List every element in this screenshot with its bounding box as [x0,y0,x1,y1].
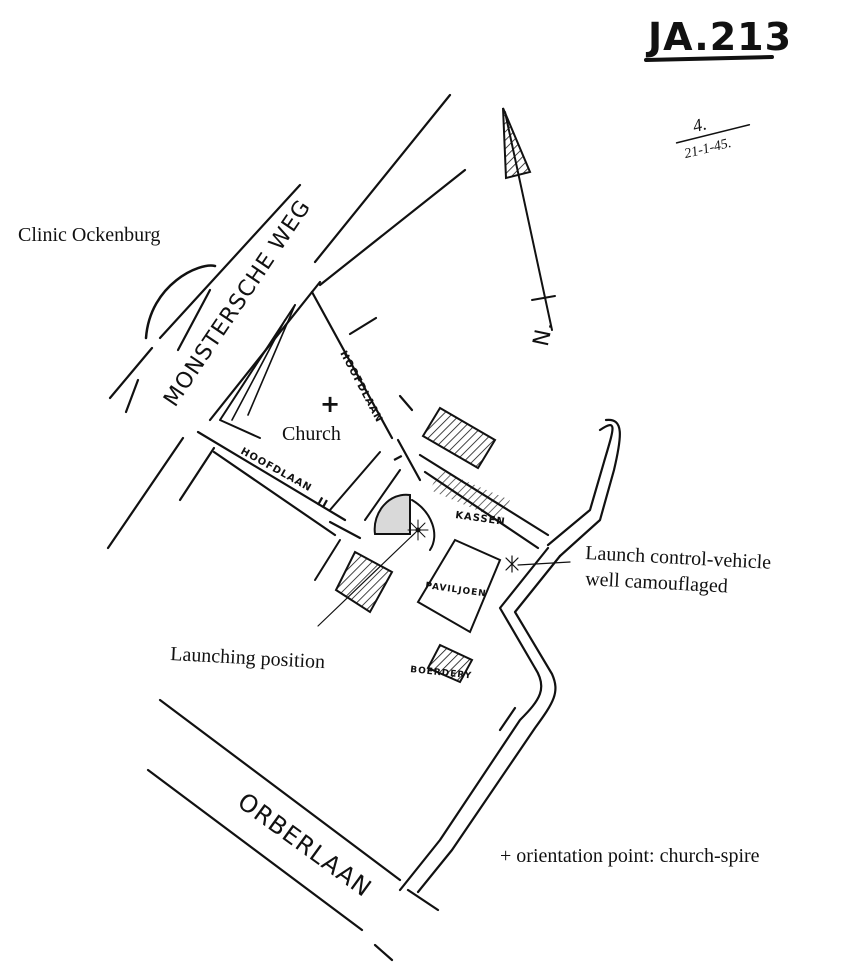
sheet-reference-underline [644,55,774,62]
building-paviljoen: PAVILJOEN [416,538,502,634]
building-top-right [421,406,497,470]
clinic-ockenburg: Clinic Ockenburg [18,224,217,340]
church-block: + Church [219,304,436,581]
legend: + orientation point: church-spire [500,845,760,867]
church-label: Church [282,423,341,445]
hoofdlaan-1-numeral: I [390,453,405,464]
annotation-number: 4. [691,113,709,136]
church-symbol: + [320,390,341,418]
sheet-reference: JA.213 [644,15,792,62]
handwritten-annotation: 4. 21-1-45. [675,113,751,162]
orberlaan-road: ORBERLAAN [146,698,517,962]
clinic-label: Clinic Ockenburg [18,224,160,246]
sheet-reference-text: JA.213 [645,15,792,59]
building-kassen: KASSEN [430,470,510,528]
hoofdlaan-1-road: HOOFDLAAN I [310,290,422,482]
north-label: N. [529,318,559,348]
north-arrow: N. [502,107,559,349]
monstersche-weg-label: MONSTERSCHE WEG [159,195,316,411]
church-green [373,493,411,535]
hoofdlaan-1-label: HOOFDLAAN [337,349,384,425]
orberlaan-label: ORBERLAAN [232,787,376,903]
legend-text: + orientation point: church-spire [500,845,760,867]
clinic-outline [144,264,217,340]
launching-position-marker: Launching position [170,519,429,673]
building-boerderij: BOERDERY [410,643,474,684]
annotation-rule [675,123,751,144]
launch-control-label-line2: well camouflaged [585,568,729,597]
hoofdlaan-2-label: HOOFDLAAN [239,446,314,494]
launching-position-label: Launching position [170,643,326,673]
hoofdlaan-2-road: HOOFDLAAN II [196,430,362,540]
